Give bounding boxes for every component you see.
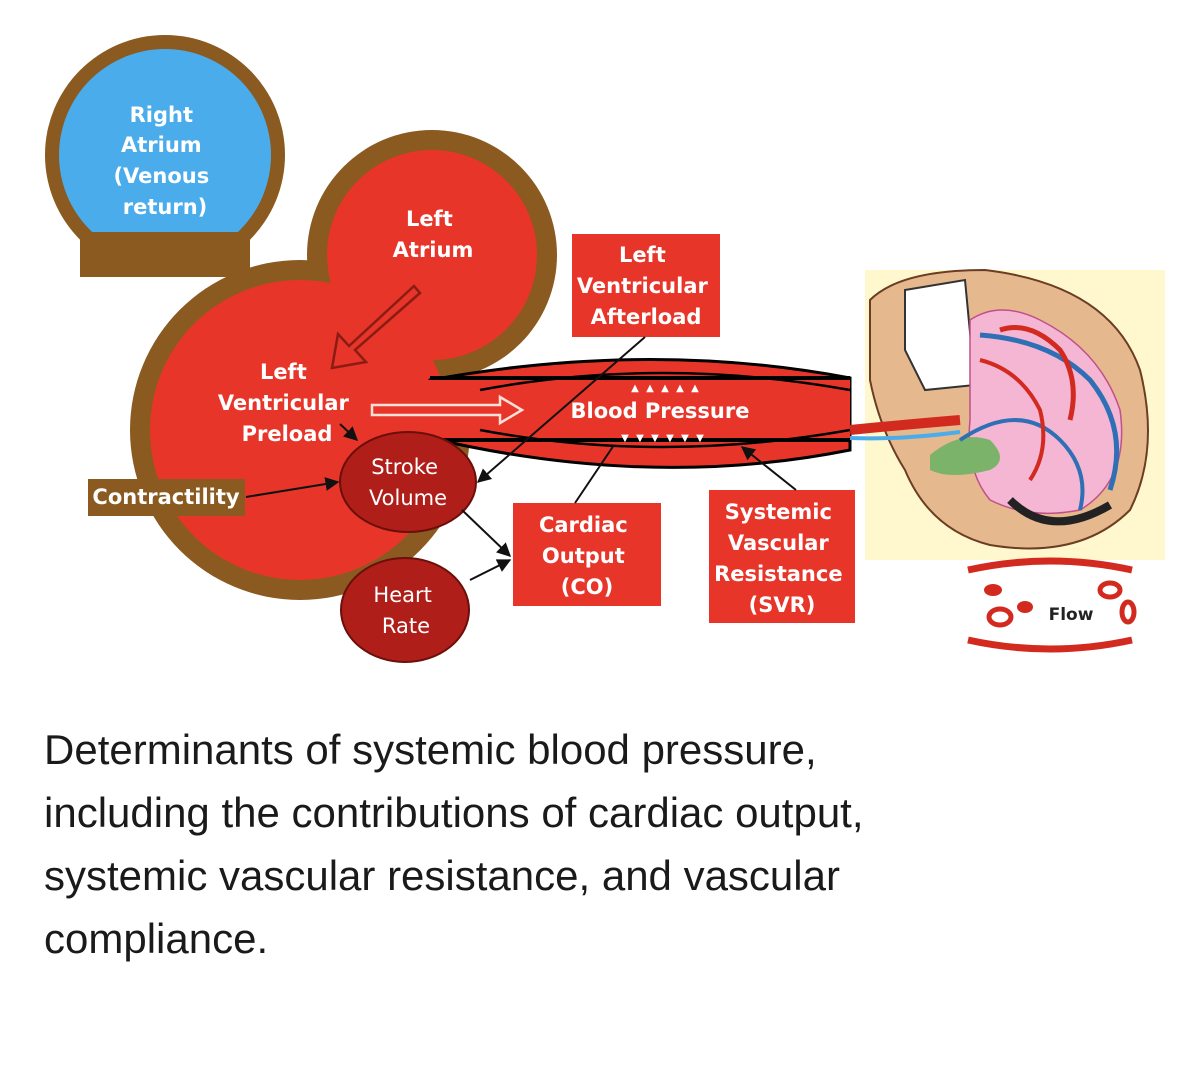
svg-text:▼: ▼ [696,433,704,444]
liver-illustration [849,268,1165,560]
svg-text:▲: ▲ [691,383,699,394]
lv-preload-label: Left Ventricular Preload [218,360,356,446]
caption-line-4: compliance. [44,915,269,962]
flow-label: Flow [1049,605,1094,625]
blood-pressure-label: Blood Pressure [571,399,750,423]
svg-text:▲: ▲ [646,383,654,394]
flow-vessel-illustration [967,557,1137,653]
atrium-to-ventricle-arrow [330,284,422,370]
stroke-volume-label: Stroke Volume [369,455,447,510]
svr-label: Systemic Vascular Resistance (SVR) [714,500,850,617]
blood-pressure-diagram: ▲ ▲ ▲ ▲ ▲ ▼ ▼ ▼ ▼ ▼ ▼ [45,35,1165,663]
afterload-box [572,234,720,337]
cardiac-output-label: Cardiac Output (CO) [539,513,635,599]
preload-to-aorta-arrow [370,394,525,426]
right-atrium-label: Right Atrium (Venous return) [113,103,216,219]
svr-box [709,490,855,623]
caption-line-3: systemic vascular resistance, and vascul… [44,852,840,899]
heart-rate-label: Heart Rate [373,583,438,638]
caption-line-2: including the contributions of cardiac o… [44,789,864,836]
lv-afterload-label: Left Ventricular Afterload [577,243,715,329]
svg-text:▲: ▲ [661,383,669,394]
contractility-label: Contractility [92,485,239,509]
svg-text:▼: ▼ [681,433,689,444]
svg-text:▼: ▼ [666,433,674,444]
cardiac-output-box [513,503,661,606]
connector-arrows [245,336,797,581]
caption-line-1: Determinants of systemic blood pressure, [44,726,817,773]
svg-text:▼: ▼ [651,433,659,444]
svg-text:▲: ▲ [631,383,639,394]
figure-caption: Determinants of systemic blood pressure,… [44,718,1164,970]
right-atrium [45,35,285,277]
pressure-down-arrows: ▼ ▼ ▼ ▼ ▼ ▼ [621,433,704,444]
pressure-up-arrows: ▲ ▲ ▲ ▲ ▲ [631,383,699,394]
stroke-volume-node [339,431,477,533]
svg-text:▼: ▼ [636,433,644,444]
aorta-tube: ▲ ▲ ▲ ▲ ▲ ▼ ▼ ▼ ▼ ▼ ▼ [420,357,852,469]
left-atrium-label: Left Atrium [393,207,474,262]
svg-text:▼: ▼ [621,433,629,444]
contractility-box [88,479,245,516]
svg-text:▲: ▲ [676,383,684,394]
heart-rate-node [340,557,470,663]
